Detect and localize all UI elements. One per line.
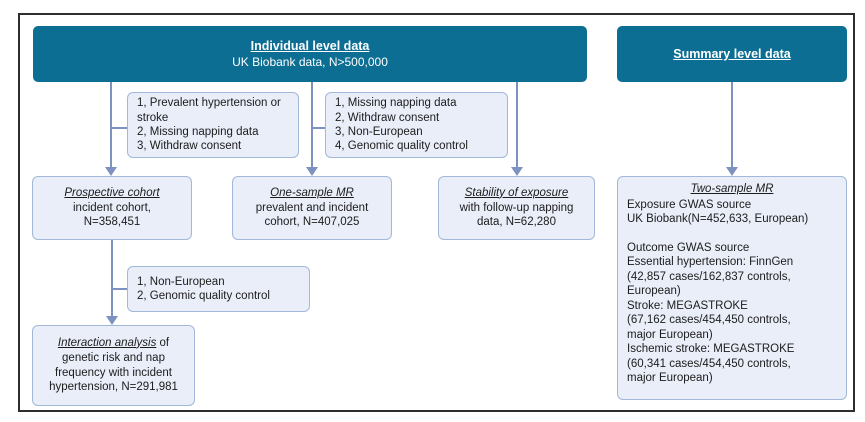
- individual-level-data-header: Individual level data UK Biobank data, N…: [33, 26, 587, 82]
- two-sample-mr-title: Two-sample MR: [690, 183, 774, 195]
- arrowhead-stability: [511, 167, 523, 176]
- arrowhead-interaction: [106, 316, 118, 325]
- one-sample-mr-title: One-sample MR: [270, 186, 354, 199]
- prospective-cohort-body: incident cohort,N=358,451: [73, 201, 151, 229]
- stability-of-exposure-title: Stability of exposure: [464, 186, 569, 199]
- interaction-analysis-first-line: Interaction analysis of: [58, 336, 169, 351]
- interaction-analysis-box: Interaction analysis of genetic risk and…: [32, 325, 195, 406]
- individual-header-subtitle: UK Biobank data, N>500,000: [232, 54, 388, 69]
- connector-branch-exclusion-cohort: [111, 127, 127, 129]
- summary-header-title: Summary level data: [673, 46, 791, 61]
- summary-level-data-header: Summary level data: [617, 26, 847, 82]
- stability-of-exposure-box: Stability of exposure with follow-up nap…: [438, 176, 595, 240]
- prospective-cohort-title: Prospective cohort: [64, 186, 160, 199]
- arrowhead-one-sample-mr: [306, 167, 318, 176]
- connector-individual-to-stability: [516, 82, 518, 167]
- prospective-cohort-box: Prospective cohort incident cohort,N=358…: [32, 176, 192, 240]
- diagram-frame: [18, 13, 855, 412]
- connector-individual-to-one-sample-mr: [311, 82, 313, 167]
- arrowhead-prospective: [105, 167, 117, 176]
- individual-header-title: Individual level data: [250, 38, 370, 53]
- interaction-analysis-title-suffix: of: [156, 336, 170, 349]
- connector-prospective-to-interaction: [111, 240, 113, 317]
- connector-summary-to-two-sample-mr: [731, 82, 733, 167]
- arrowhead-two-sample-mr: [726, 167, 738, 176]
- connector-branch-exclusion-interaction: [112, 288, 127, 290]
- connector-individual-to-prospective: [110, 82, 112, 167]
- connector-branch-exclusion-mr: [312, 127, 325, 129]
- interaction-analysis-title: Interaction analysis: [57, 336, 157, 349]
